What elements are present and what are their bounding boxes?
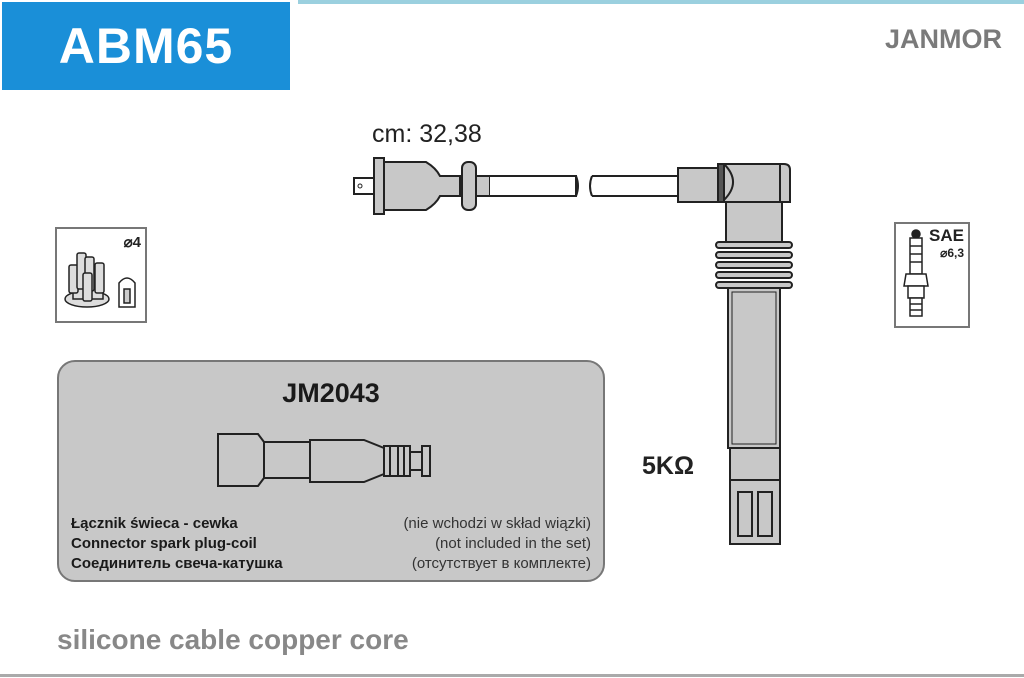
spark-plug-standard-label: SAE [929,226,964,245]
connector-line-pl: Łącznik świeca - cewka (nie wchodzi w sk… [71,515,591,532]
connector-info-panel: JM2043 Łącznik świeca - cewka (nie wchod… [57,360,605,582]
connector-line-ru: Соединитель свеча-катушка (отсутствует в… [71,555,591,572]
part-number: ABM65 [58,18,234,74]
connector-line-en: Connector spark plug-coil (not included … [71,535,591,552]
distributor-diameter-label: ⌀4 [123,234,141,251]
spark-plug-icon: SAE ⌀6,3 [894,222,970,328]
spark-plug-diameter-label: ⌀6,3 [940,246,964,260]
brand-name: JANMOR [884,24,1002,54]
cable-material-note: silicone cable copper core [57,624,409,655]
resistance-label: 5KΩ [642,452,695,480]
coil-connector-drawing [217,433,431,487]
connector-part-number: JM2043 [282,378,380,408]
part-number-banner: ABM65 [2,2,290,90]
ignition-cable-diagram [353,157,793,545]
cable-length-label: cm: 32,38 [372,120,482,148]
connector-description: Łącznik świeca - cewka (nie wchodzi w sk… [71,514,591,574]
distributor-cap-icon: ⌀4 [55,227,147,323]
footer-divider [0,674,1024,677]
header-divider [298,0,1024,4]
